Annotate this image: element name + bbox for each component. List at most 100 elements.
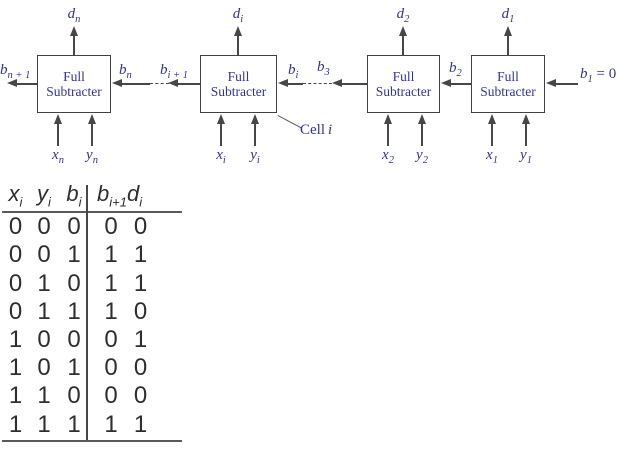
up-arrowhead-icon [53, 114, 62, 124]
table-cell: 0 [133, 354, 148, 382]
full-subtracter-box-i: Full Subtracter [200, 55, 277, 113]
borrow-line [121, 83, 150, 85]
up-arrowhead-icon [69, 26, 78, 36]
table-cell: 0 [67, 213, 81, 241]
box-label: Subtracter [46, 84, 102, 99]
table-cell: 1 [67, 410, 81, 438]
label-bi: bi [288, 62, 299, 81]
table-cell: 1 [8, 410, 23, 438]
label-b3: b3 [317, 59, 330, 78]
table-cell: 0 [133, 297, 148, 325]
table-cell: 1 [37, 382, 51, 410]
label-yn: yn [86, 147, 98, 166]
left-arrowhead-icon [168, 79, 178, 87]
table-header-bi1: bi+1 [97, 180, 127, 209]
left-arrowhead-icon [546, 79, 556, 87]
table-cell: 1 [37, 269, 51, 297]
left-arrowhead-icon [7, 79, 17, 87]
up-arrowhead-icon [383, 114, 392, 124]
table-cell: 0 [37, 354, 51, 382]
input-arrow-line [91, 123, 93, 146]
label-yi: yi [250, 147, 260, 166]
difference-arrow-line [402, 35, 404, 55]
table-cell: 0 [37, 213, 51, 241]
table-cell: 0 [133, 213, 148, 241]
up-arrowhead-icon [503, 26, 512, 36]
input-arrow-line [421, 123, 423, 146]
left-arrowhead-icon [278, 79, 288, 87]
difference-arrow-line [73, 35, 75, 55]
table-header-row: xi yi bi bi+1 di [2, 180, 186, 211]
label-x2: x2 [382, 147, 394, 166]
up-arrowhead-icon [233, 26, 242, 36]
up-arrowhead-icon [216, 114, 225, 124]
input-arrow-line [220, 123, 222, 146]
input-arrow-line [525, 123, 527, 146]
box-label: Full [63, 68, 85, 84]
borrow-line [341, 83, 367, 85]
box-label: Full [497, 68, 519, 84]
table-header-xi: xi [8, 180, 23, 209]
table-cell: 1 [8, 354, 23, 382]
left-arrowhead-icon [332, 79, 342, 87]
borrow-line [287, 83, 303, 85]
full-subtracter-box-n: Full Subtracter [37, 55, 111, 113]
label-xn: xn [52, 147, 64, 166]
label-b1-equals-0: b1 = 0 [580, 66, 617, 85]
borrow-line [177, 83, 200, 85]
table-cell: 1 [133, 241, 148, 269]
table-cell: 0 [104, 213, 118, 241]
borrow-line [16, 83, 37, 85]
table-column-divider [86, 185, 88, 440]
table-cell: 0 [67, 382, 81, 410]
box-label: Subtracter [210, 84, 267, 99]
box-label: Subtracter [480, 84, 536, 99]
label-y2: y2 [416, 147, 428, 166]
box-label: Subtracter [375, 84, 432, 99]
table-bottom-rule [2, 439, 182, 443]
table-cell: 0 [133, 382, 148, 410]
table-cell: 1 [133, 269, 148, 297]
cell-pointer-line [277, 115, 302, 129]
table-cell: 1 [104, 297, 118, 325]
label-bi1: bi + 1 [160, 62, 189, 81]
up-arrowhead-icon [398, 26, 407, 36]
input-arrow-line [254, 123, 256, 146]
table-cell: 0 [104, 354, 118, 382]
table-cell: 0 [37, 241, 51, 269]
input-arrow-line [491, 123, 493, 146]
box-label: Full [227, 68, 250, 84]
table-cell: 0 [8, 213, 23, 241]
table-cell: 1 [67, 241, 81, 269]
table-cell: 1 [67, 297, 81, 325]
up-arrowhead-icon [87, 114, 96, 124]
borrow-line [450, 83, 471, 85]
label-d1: d1 [501, 6, 515, 25]
table-cell: 1 [8, 382, 23, 410]
table-cell: 0 [8, 297, 23, 325]
input-arrow-line [57, 123, 59, 146]
borrow-line [555, 83, 578, 85]
table-cell: 1 [37, 410, 51, 438]
label-b2: b2 [449, 60, 462, 79]
table-cell: 1 [133, 326, 148, 354]
table-cell: 1 [104, 269, 118, 297]
difference-arrow-line [237, 35, 239, 55]
full-subtracter-box-2: Full Subtracter [367, 55, 440, 113]
up-arrowhead-icon [417, 114, 426, 124]
label-bn1: bn + 1 [0, 62, 31, 81]
label-xi: xi [216, 147, 226, 166]
input-arrow-line [387, 123, 389, 146]
label-d2: d2 [396, 6, 410, 25]
table-cell: 0 [37, 326, 51, 354]
full-subtracter-box-1: Full Subtracter [471, 55, 545, 113]
table-cell: 0 [67, 269, 81, 297]
difference-arrow-line [507, 35, 509, 55]
